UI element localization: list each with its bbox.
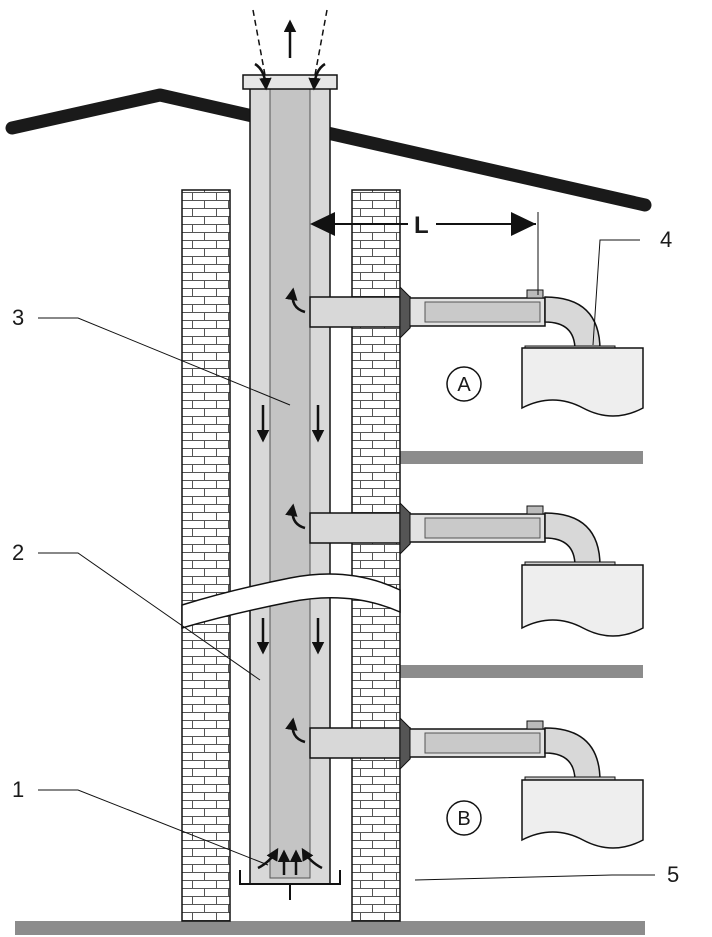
callout-5: 5 [667,862,679,887]
brick-wall-left [181,189,231,922]
break-band [181,573,401,629]
callout-3: 3 [12,305,24,330]
position-B-label: B [457,808,470,830]
callout-1: 1 [12,777,24,802]
dimension-L-label: L [414,212,429,239]
floor-slab-lower [400,665,643,678]
dimension-L [310,212,539,295]
position-B-circle [446,800,482,836]
chimney-terminal [252,9,328,76]
appliance-3 [521,779,644,849]
floor-slab-upper [400,451,643,464]
appliance-2 [521,564,644,637]
roof-line [5,88,652,212]
connector-level-2 [309,501,616,573]
callout-2: 2 [12,540,24,565]
leader-lines [38,239,655,881]
position-A-circle [446,366,482,402]
callout-4: 4 [660,227,672,252]
inner-flue-pipe [269,87,311,879]
flow-arrows [254,19,326,875]
connector-level-1 [309,285,616,357]
appliance-1 [521,347,644,417]
position-A-label: A [457,374,471,396]
chimney-cap-collar [242,74,338,90]
ground-slab [15,921,645,935]
